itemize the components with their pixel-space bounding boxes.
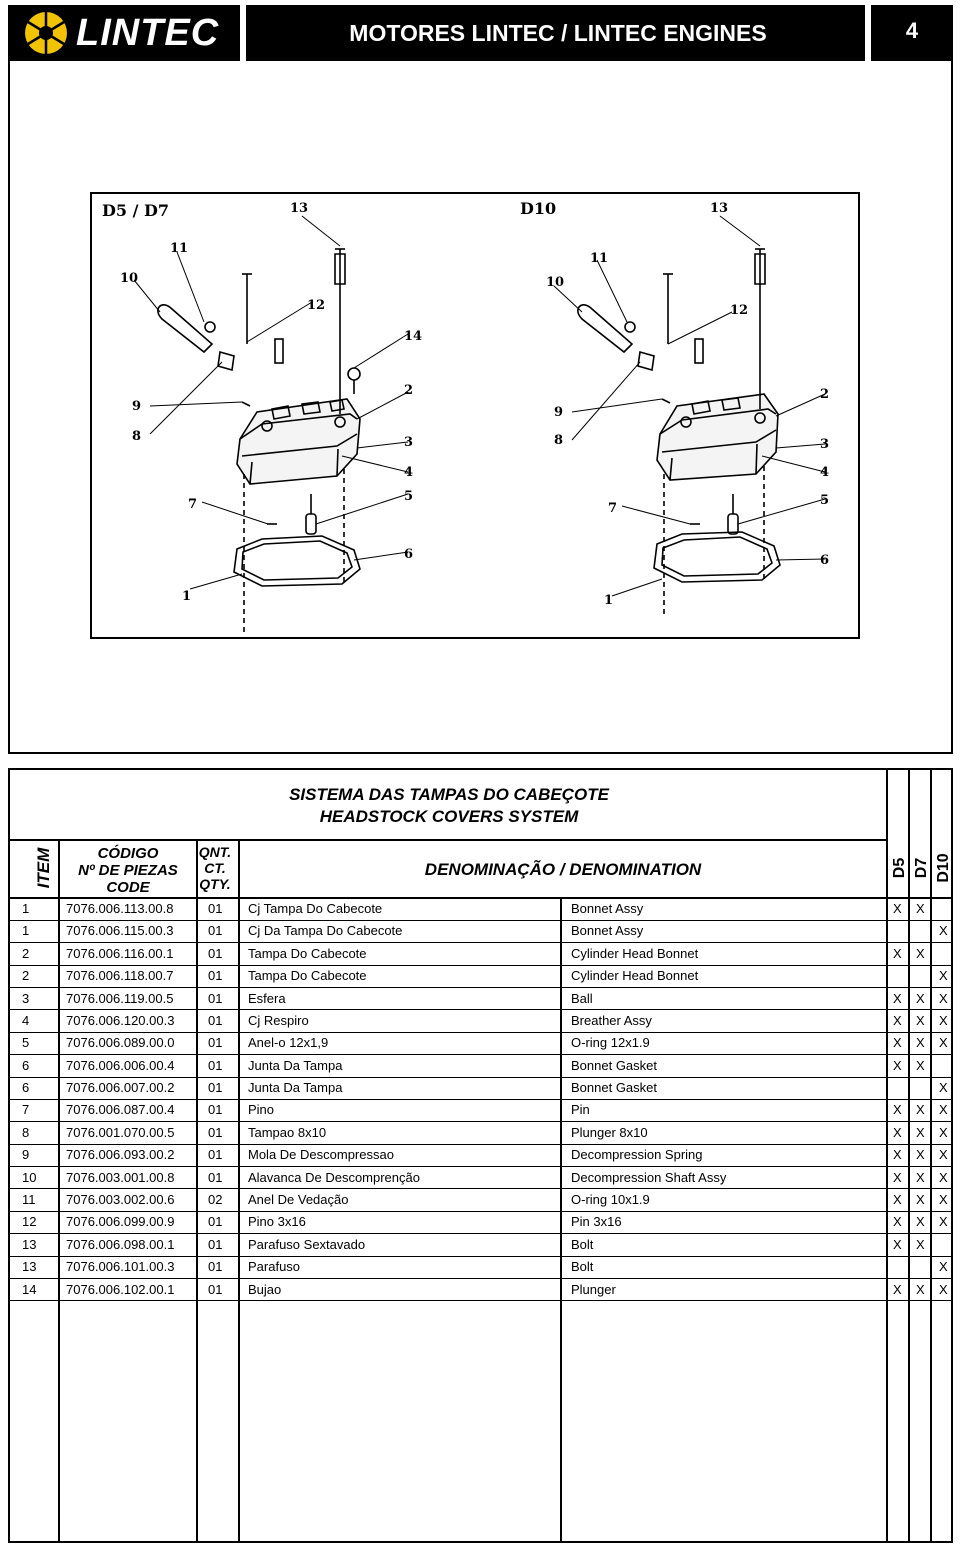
- logo-text: LINTEC: [76, 11, 220, 54]
- row-divider: [10, 1077, 951, 1078]
- row-divider: [10, 965, 951, 966]
- diagram-label-d5-d7: D5 / D7: [102, 201, 169, 220]
- svg-text:3: 3: [820, 437, 829, 452]
- row-divider: [10, 987, 951, 988]
- col-divider: [238, 839, 240, 1541]
- col-divider: [886, 770, 888, 1541]
- col-divider: [196, 839, 198, 1541]
- page-number: 4: [905, 18, 919, 43]
- diagram-label-d10: D10: [520, 199, 556, 218]
- svg-text:13: 13: [710, 201, 728, 216]
- svg-text:12: 12: [307, 298, 325, 313]
- col-header-d7: D7: [913, 857, 930, 879]
- svg-text:12: 12: [730, 303, 748, 318]
- diagram-frame: [8, 61, 953, 754]
- col-header-denomination: DENOMINAÇÃO / DENOMINATION: [424, 860, 702, 879]
- d10-assembly-drawing: [577, 248, 781, 614]
- row-divider: [10, 1278, 951, 1279]
- svg-text:4: 4: [404, 465, 413, 480]
- svg-text:5: 5: [820, 493, 829, 508]
- header-divider: [865, 5, 871, 61]
- svg-text:11: 11: [170, 241, 188, 256]
- col-divider: [58, 839, 60, 1541]
- svg-text:10: 10: [546, 275, 564, 290]
- col-header-code: CÓDIGO Nº DE PIEZAS CODE: [78, 845, 178, 896]
- parts-table: SISTEMA DAS TAMPAS DO CABEÇOTE HEADSTOCK…: [8, 768, 953, 1543]
- row-divider: [10, 942, 951, 943]
- header-divider-line: [10, 897, 951, 899]
- svg-text:9: 9: [554, 405, 563, 420]
- row-divider: [10, 1054, 951, 1055]
- svg-text:8: 8: [132, 429, 141, 444]
- row-divider: [10, 1211, 951, 1212]
- title-divider: [10, 839, 888, 841]
- col-header-d5: D5: [891, 857, 908, 879]
- row-divider: [10, 1256, 951, 1257]
- col-divider: [930, 770, 932, 1541]
- col-divider: [560, 897, 562, 1541]
- svg-text:4: 4: [820, 465, 829, 480]
- col-header-d10: D10: [935, 853, 952, 883]
- row-divider: [10, 1166, 951, 1167]
- svg-text:13: 13: [290, 201, 308, 216]
- svg-text:9: 9: [132, 399, 141, 414]
- svg-text:8: 8: [554, 433, 563, 448]
- row-divider: [10, 1233, 951, 1234]
- svg-text:11: 11: [590, 251, 608, 266]
- lintec-logo: LINTEC: [20, 9, 232, 57]
- page-title: MOTORES LINTEC / LINTEC ENGINES: [349, 20, 767, 46]
- exploded-diagram: D5 / D7 D10: [90, 192, 860, 639]
- table-title: SISTEMA DAS TAMPAS DO CABEÇOTE HEADSTOCK…: [10, 784, 888, 828]
- row-divider: [10, 1121, 951, 1122]
- sun-logo-icon: [25, 12, 67, 54]
- row-divider: [10, 1144, 951, 1145]
- svg-text:2: 2: [404, 383, 413, 398]
- svg-text:7: 7: [188, 497, 197, 512]
- row-divider: [10, 1300, 951, 1301]
- d5-d7-assembly-drawing: [157, 248, 361, 634]
- row-divider: [10, 1188, 951, 1189]
- row-divider: [10, 1032, 951, 1033]
- table-title-pt: SISTEMA DAS TAMPAS DO CABEÇOTE: [289, 785, 609, 804]
- svg-text:6: 6: [404, 547, 413, 562]
- col-header-qty: QNT. CT. QTY.: [198, 844, 232, 892]
- svg-text:5: 5: [404, 489, 413, 504]
- col-divider: [908, 770, 910, 1541]
- row-divider: [10, 1009, 951, 1010]
- callout-leaders: [133, 215, 826, 597]
- svg-text:10: 10: [120, 271, 138, 286]
- page-header: LINTEC MOTORES LINTEC / LINTEC ENGINES 4: [8, 5, 953, 61]
- svg-text:1: 1: [182, 589, 191, 604]
- table-title-en: HEADSTOCK COVERS SYSTEM: [319, 807, 579, 826]
- svg-text:3: 3: [404, 435, 413, 450]
- svg-text:1: 1: [604, 593, 613, 608]
- header-divider: [240, 5, 246, 61]
- callout-numbers: 13 11 10 12 14 2 3 4 5 6 7 8 9 1 13 11 1…: [120, 201, 829, 608]
- svg-text:6: 6: [820, 553, 829, 568]
- row-divider: [10, 920, 951, 921]
- svg-text:2: 2: [820, 387, 829, 402]
- svg-text:14: 14: [404, 329, 422, 344]
- svg-text:7: 7: [608, 501, 617, 516]
- row-divider: [10, 1099, 951, 1100]
